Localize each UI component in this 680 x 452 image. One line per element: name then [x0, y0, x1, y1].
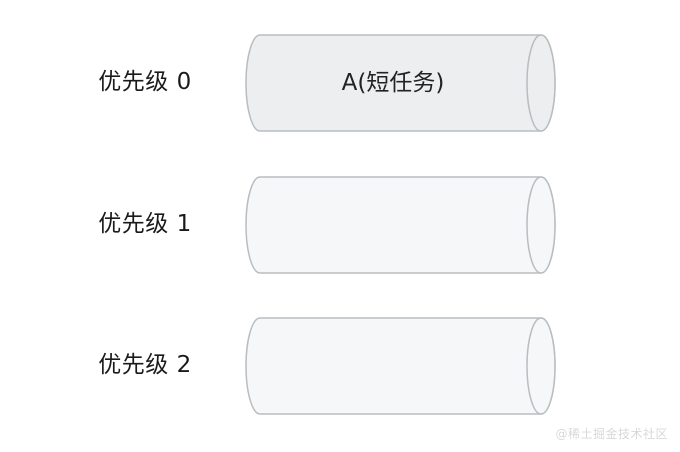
queue-cylinder[interactable] [245, 176, 567, 274]
queue-row: 优先级 0 A(短任务) [0, 32, 680, 132]
queue-priority-label: 优先级 0 [98, 68, 192, 95]
queue-cylinder[interactable] [245, 317, 567, 415]
queue-row: 优先级 2 [0, 315, 680, 415]
queue-priority-label: 优先级 1 [98, 210, 192, 237]
cylinder-shape [245, 176, 556, 274]
cylinder-shape [245, 34, 556, 132]
cylinder-end-cap [526, 317, 556, 415]
cylinder-end-cap [526, 34, 556, 132]
queue-priority-label: 优先级 2 [98, 351, 192, 378]
cylinder-shape [245, 317, 556, 415]
cylinder-body [245, 317, 556, 415]
queue-cylinder[interactable]: A(短任务) [245, 34, 567, 132]
cylinder-end-cap [526, 176, 556, 274]
watermark: @稀土掘金技术社区 [555, 427, 668, 441]
cylinder-body [245, 34, 556, 132]
cylinder-body [245, 176, 556, 274]
queue-row: 优先级 1 [0, 174, 680, 274]
